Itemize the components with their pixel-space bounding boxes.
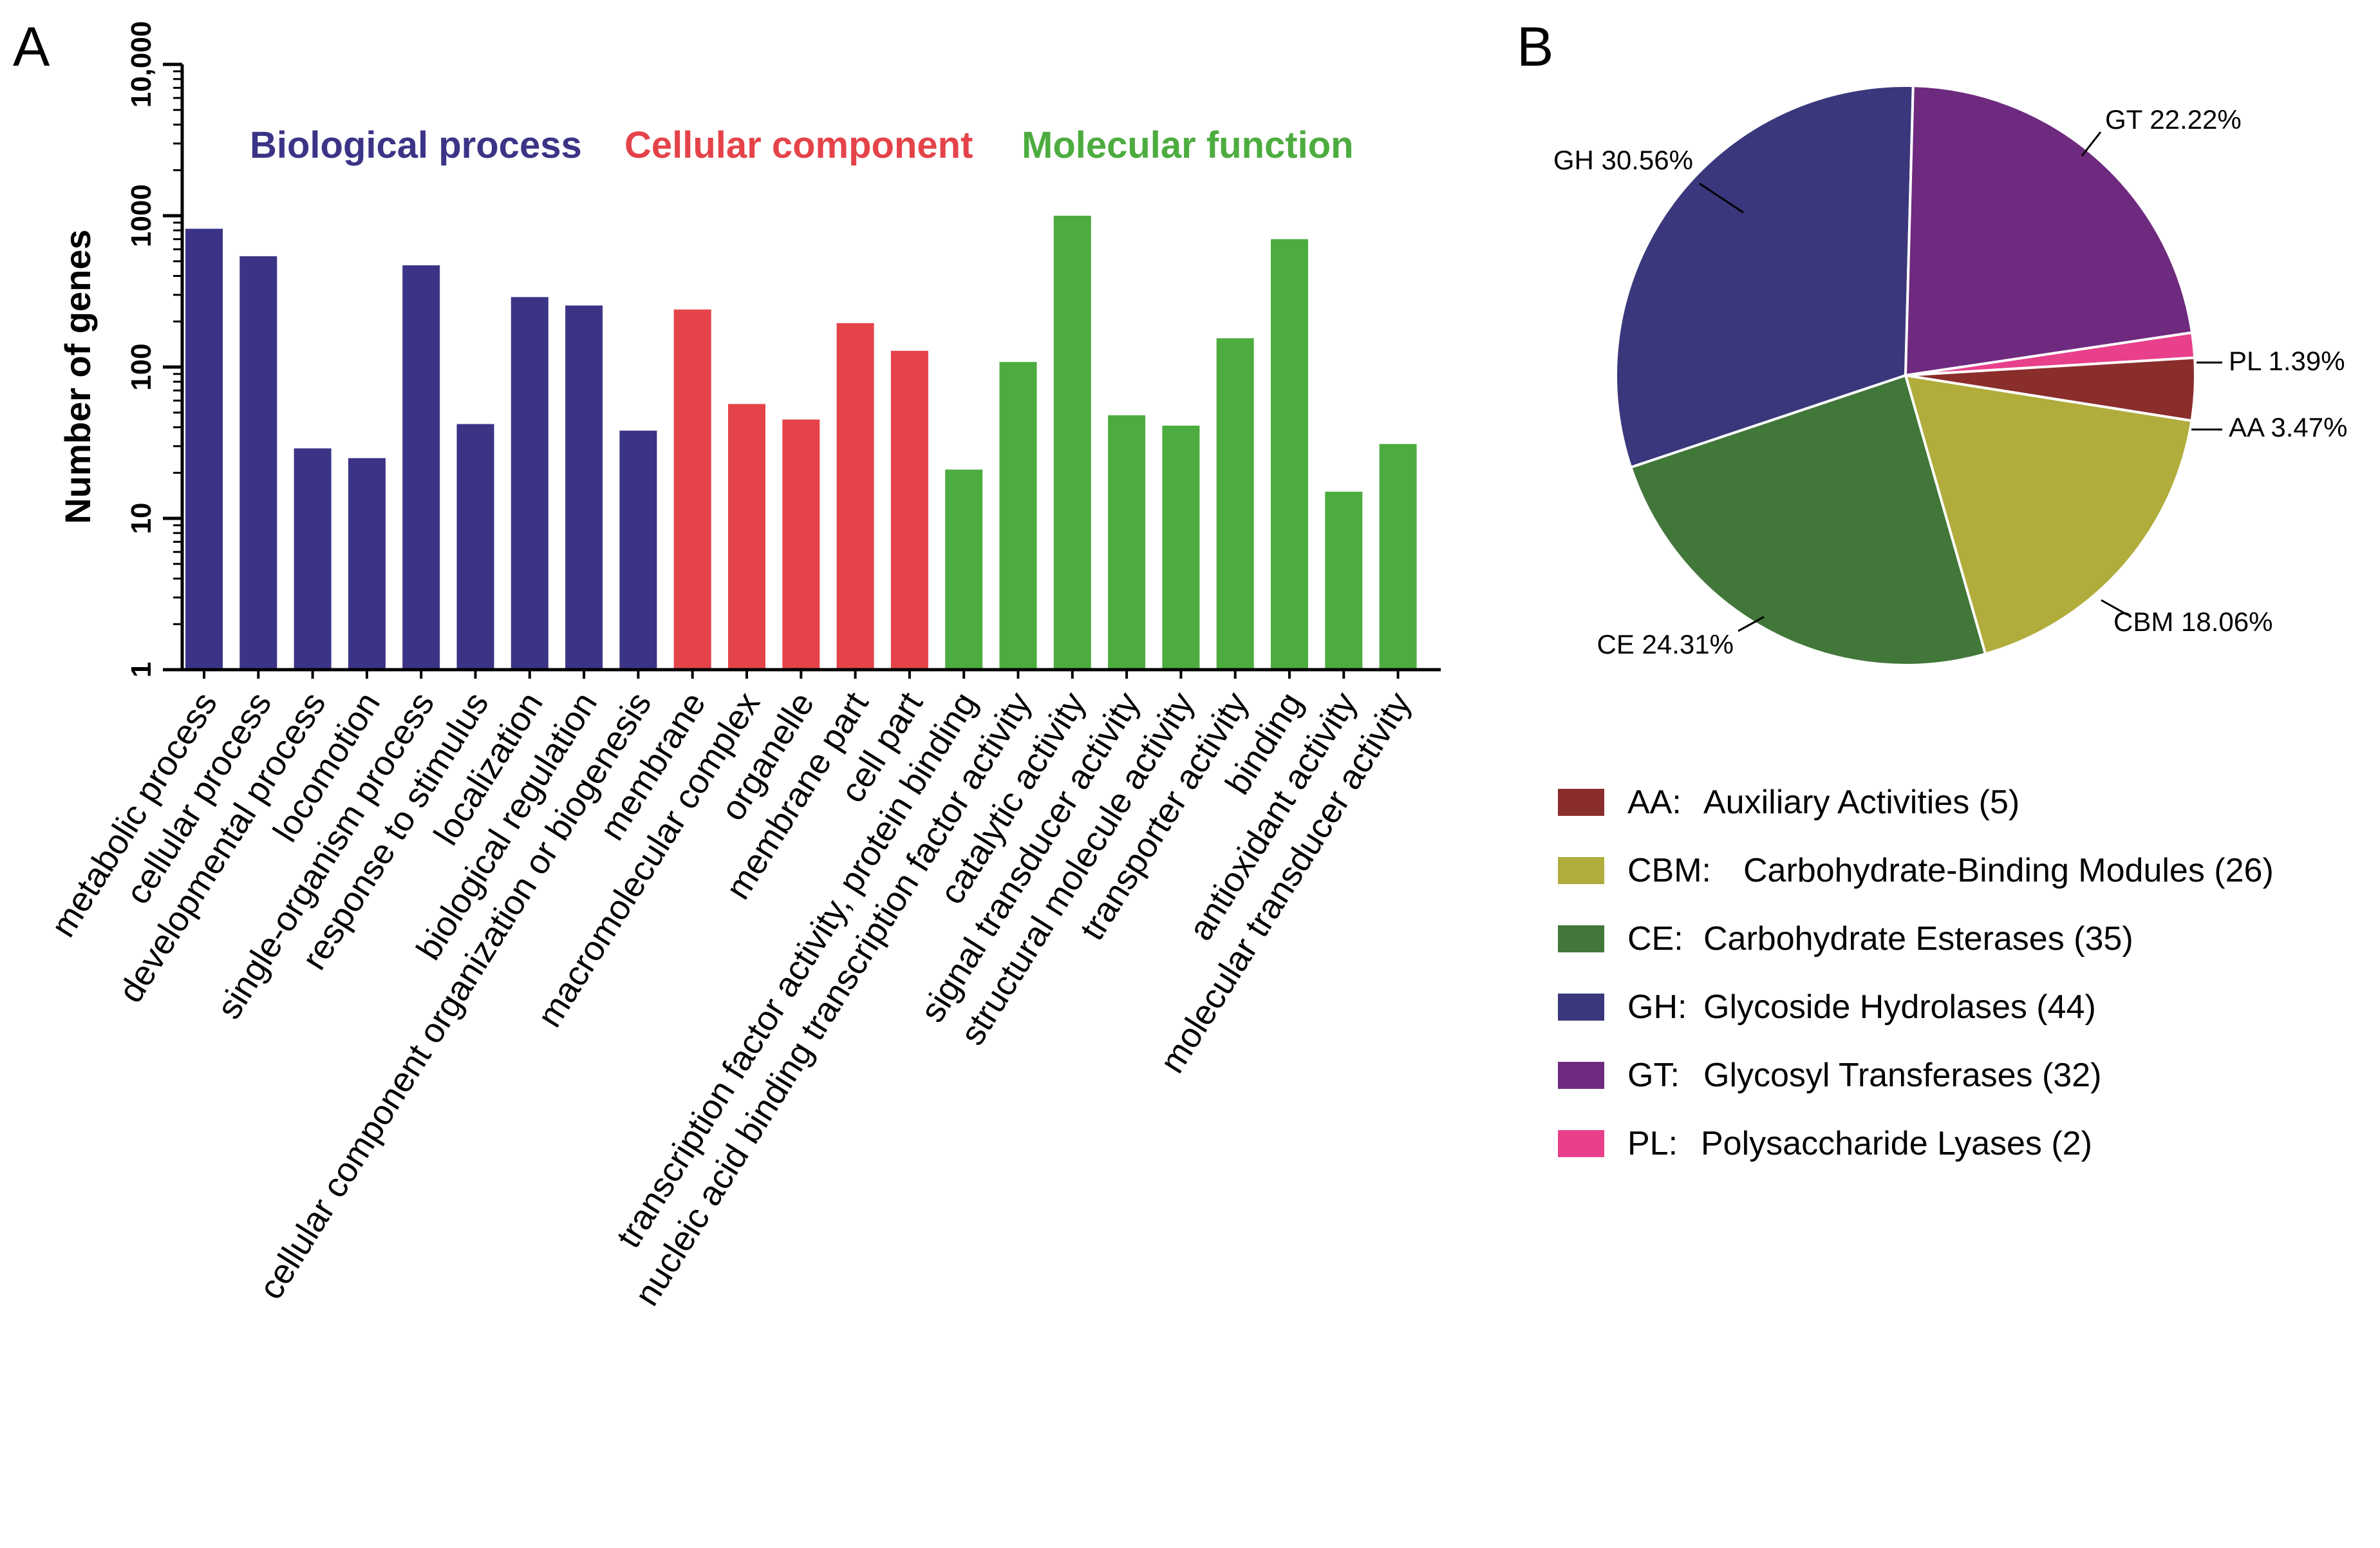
- pie-label-ce: CE 24.31%: [1597, 629, 1734, 659]
- pie-legend-code-aa: AA:: [1627, 784, 1682, 821]
- pie-legend-code-gt: GT:: [1627, 1057, 1680, 1094]
- pie-legend-text-cbm: Carbohydrate-Binding Modules (26): [1743, 852, 2274, 889]
- legend-biological-process: Biological process: [250, 124, 582, 166]
- bars: [185, 216, 1417, 670]
- bar-14: [945, 469, 983, 670]
- pie-leader-cbm: [2101, 599, 2128, 616]
- bar-20: [1271, 239, 1308, 670]
- pie-legend-code-cbm: CBM:: [1627, 852, 1711, 889]
- pie-slice-ce: [1629, 373, 1987, 666]
- bar-16: [1053, 216, 1091, 670]
- bar-6: [511, 297, 548, 670]
- bar-19: [1216, 338, 1254, 670]
- bar-17: [1108, 415, 1146, 670]
- pie-legend-swatch-ce: [1558, 925, 1604, 952]
- pie-slice-gt: [1904, 84, 2194, 377]
- pie-slice-gh: [1615, 84, 1915, 469]
- pie-legend-text-gt: Glycosyl Transferases (32): [1703, 1057, 2101, 1094]
- pie-legend: AA: Auxiliary Activities (5) CBM: Carbohydr…: [1558, 784, 2274, 1162]
- bar-7: [565, 305, 603, 670]
- pie-label-aa: AA 3.47%: [2229, 412, 2347, 442]
- pie-label-gh: GH 30.56%: [1553, 145, 1693, 175]
- bar-9: [673, 309, 711, 670]
- legend-molecular-function: Molecular function: [1022, 124, 1354, 166]
- bar-13: [890, 350, 928, 670]
- pie-slices: [1615, 84, 2197, 666]
- bar-11: [782, 419, 820, 670]
- bar-chart: Biological process Cellular component Mo…: [44, 21, 1441, 1312]
- panel-a-label: A: [13, 16, 50, 78]
- pie-legend-swatch-gh: [1558, 994, 1604, 1021]
- bar-10: [728, 404, 765, 670]
- bar-5: [456, 424, 494, 670]
- y-tick-label-2: 100: [126, 343, 157, 390]
- panel-b-label: B: [1517, 16, 1553, 78]
- bar-21: [1325, 491, 1363, 670]
- pie-label-pl: PL 1.39%: [2229, 346, 2345, 376]
- pie-leader-ce: [1738, 616, 1765, 632]
- pie-legend-code-pl: PL:: [1627, 1125, 1678, 1162]
- bar-legend: Biological process Cellular component Mo…: [250, 124, 1354, 166]
- y-axis: 1 10 100 1000 10,000: [126, 21, 184, 677]
- pie-legend-text-pl: Polysaccharide Lyases (2): [1701, 1125, 2092, 1162]
- pie-labels: GH 30.56% GT 22.22% PL 1.39% AA 3.47% CBM 18…: [1553, 104, 2348, 659]
- pie-legend-swatch-cbm: [1558, 857, 1604, 884]
- pie-legend-swatch-gt: [1558, 1062, 1604, 1089]
- pie-legend-swatch-aa: [1558, 789, 1604, 816]
- pie-slice-cbm: [1904, 373, 2193, 656]
- bar-3: [348, 458, 386, 670]
- legend-cellular-component: Cellular component: [624, 124, 973, 166]
- y-axis-label: Number of genes: [57, 229, 98, 524]
- y-tick-label-3: 1000: [126, 184, 157, 247]
- y-tick-label-4: 10,000: [126, 21, 157, 108]
- bar-8: [619, 430, 657, 670]
- pie-legend-text-aa: Auxiliary Activities (5): [1703, 784, 2019, 821]
- pie-legend-code-ce: CE:: [1627, 920, 1683, 958]
- y-tick-label-0: 1: [126, 662, 157, 677]
- bar-12: [836, 323, 874, 670]
- bar-18: [1162, 425, 1200, 670]
- bar-4: [402, 265, 440, 670]
- pie-legend-code-gh: GH:: [1627, 988, 1687, 1026]
- pie-legend-text-ce: Carbohydrate Esterases (35): [1703, 920, 2133, 958]
- pie-leader-gh: [1699, 182, 1744, 214]
- pie-legend-text-gh: Glycoside Hydrolases (44): [1703, 988, 2096, 1026]
- bar-15: [999, 362, 1037, 670]
- pie-label-cbm: CBM 18.06%: [2113, 607, 2272, 637]
- bar-0: [185, 229, 223, 670]
- pie-legend-swatch-pl: [1558, 1130, 1604, 1157]
- bar-22: [1379, 444, 1417, 670]
- pie-leader-gt: [2081, 131, 2102, 156]
- pie-chart: GH 30.56% GT 22.22% PL 1.39% AA 3.47% CBM 18…: [1553, 84, 2348, 1162]
- pie-label-gt: GT 22.22%: [2105, 104, 2242, 135]
- bar-2: [294, 448, 332, 670]
- bar-1: [239, 256, 277, 670]
- y-tick-label-1: 10: [126, 503, 157, 534]
